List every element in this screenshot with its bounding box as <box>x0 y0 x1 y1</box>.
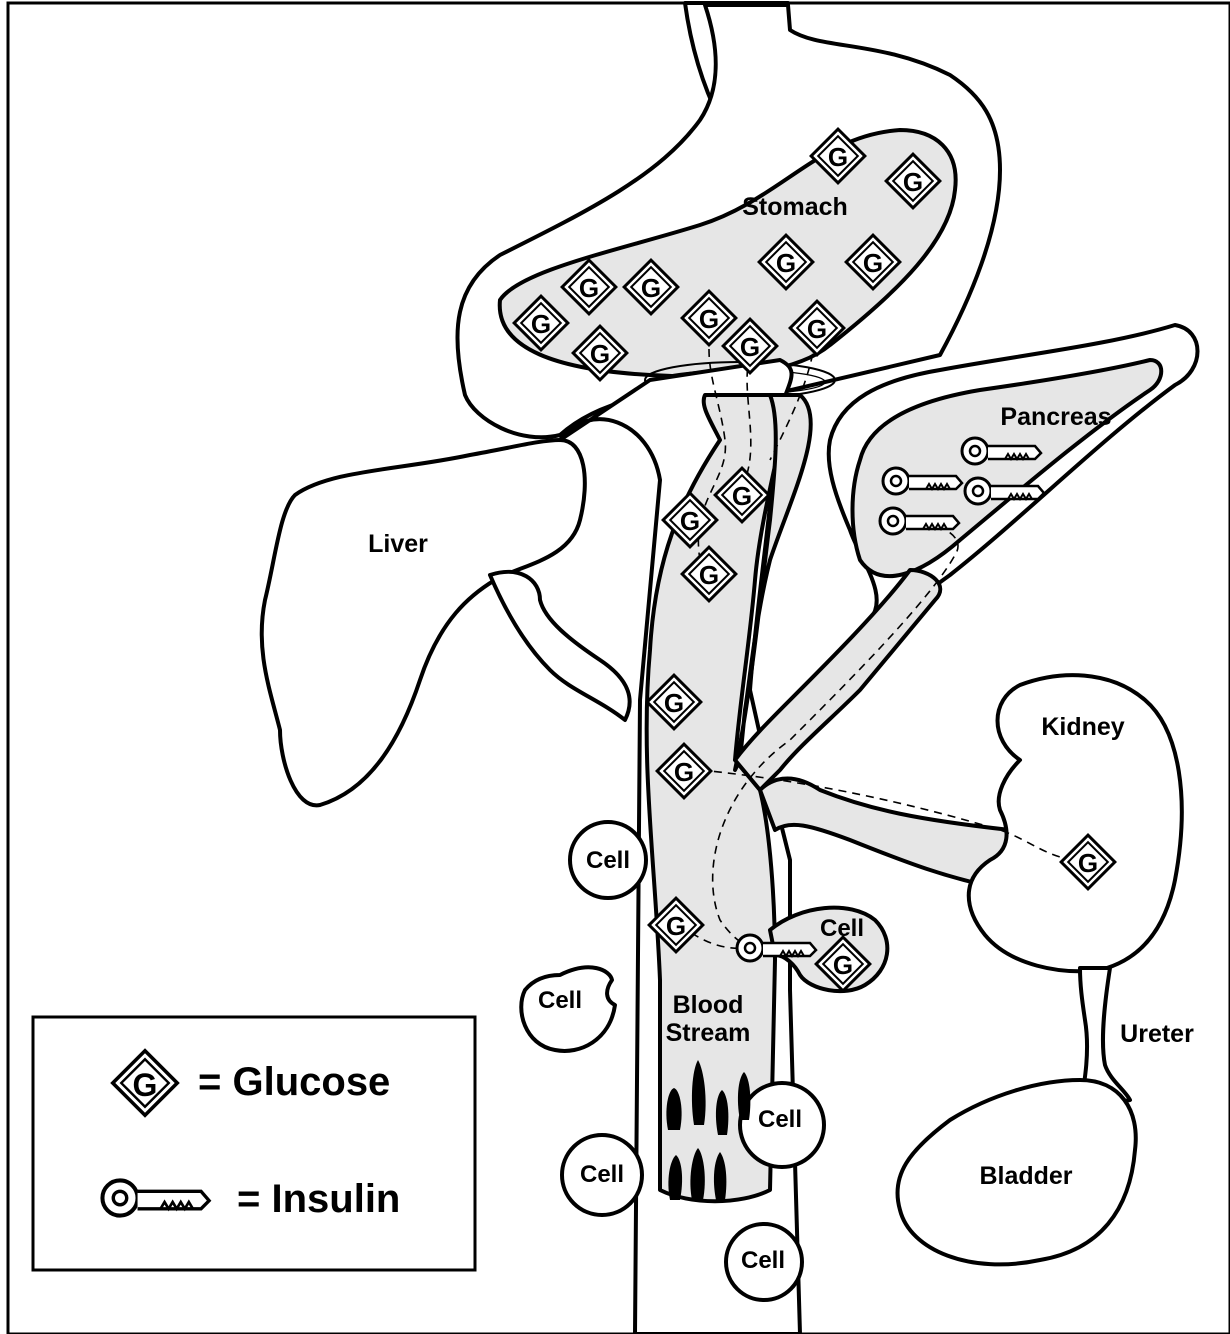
pancreas-label: Pancreas <box>1000 403 1111 431</box>
cell-6-label: Cell <box>741 1247 785 1274</box>
cell-4: Cell <box>740 1083 824 1167</box>
cell-5: Cell <box>562 1135 642 1215</box>
glucose-letter: G <box>674 757 694 787</box>
glucose-letter: G <box>776 248 796 278</box>
kidney-label: Kidney <box>1041 713 1124 741</box>
glucose-letter: G <box>1078 848 1098 878</box>
legend-insulin-text: = Insulin <box>237 1177 400 1221</box>
glucose-letter: G <box>807 314 827 344</box>
cell-1-label: Cell <box>586 847 630 874</box>
pancreatic-duct <box>735 570 940 790</box>
glucose-letter: G <box>833 950 853 980</box>
legend-glucose-text: = Glucose <box>198 1060 390 1104</box>
glucose-letter: G <box>664 688 684 718</box>
glucose-letter: G <box>531 309 551 339</box>
cell-6: Cell <box>726 1224 802 1300</box>
glucose-letter: G <box>903 167 923 197</box>
glucose-letter: G <box>699 560 719 590</box>
blood-stream-label-line2: Stream <box>666 1019 751 1047</box>
glucose-letter: G <box>666 911 686 941</box>
glucose-letter: G <box>579 273 599 303</box>
cell-5-label: Cell <box>580 1161 624 1188</box>
cell-1: Cell <box>570 822 646 898</box>
ureter-label: Ureter <box>1120 1020 1194 1048</box>
blood-stream-label-line1: Blood <box>673 991 744 1019</box>
cell-2: Cell <box>521 967 615 1051</box>
bladder-label: Bladder <box>979 1162 1072 1190</box>
glucose-letter: G <box>699 304 719 334</box>
legend: G = Glucose = Insulin <box>33 1017 475 1270</box>
glucose-letter: G <box>740 332 760 362</box>
legend-box <box>33 1017 475 1270</box>
glucose-letter: G <box>590 339 610 369</box>
glucose-letter: G <box>680 506 700 536</box>
glucose-letter: G <box>641 273 661 303</box>
cell-4-label: Cell <box>758 1106 802 1133</box>
cell-2-label: Cell <box>538 987 582 1014</box>
glucose-letter: G <box>863 248 883 278</box>
liver-label: Liver <box>368 530 428 558</box>
hepatic-duct <box>490 572 630 720</box>
glucose-letter: G <box>828 142 848 172</box>
stomach-label: Stomach <box>742 193 848 221</box>
renal-artery <box>760 778 1010 890</box>
legend-glucose-letter: G <box>133 1067 158 1103</box>
glucose-letter: G <box>732 481 752 511</box>
